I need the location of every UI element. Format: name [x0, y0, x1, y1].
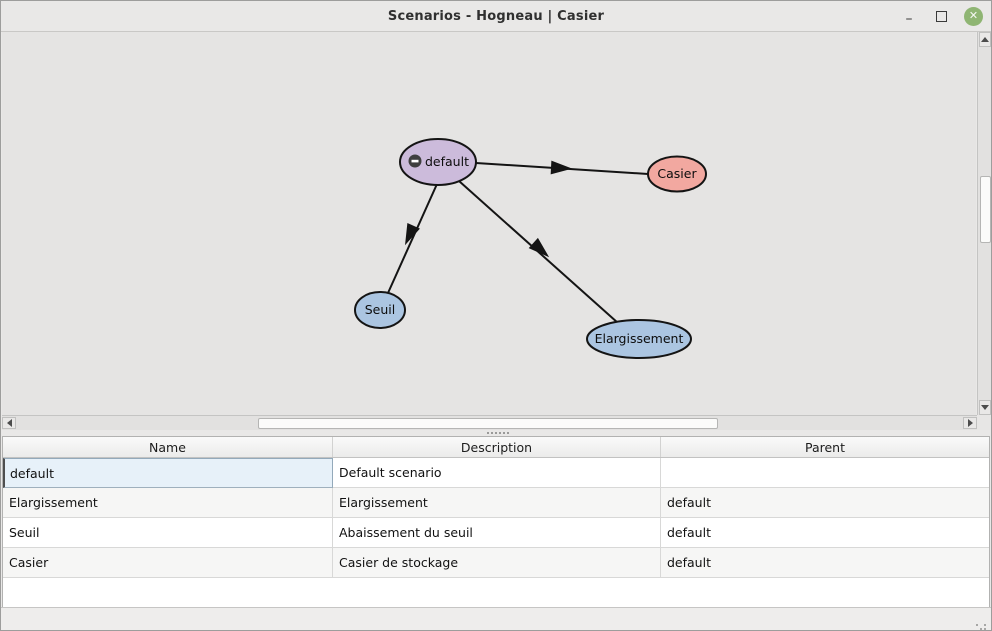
resize-grip-icon[interactable]: [976, 624, 978, 626]
cell-description[interactable]: Abaissement du seuil: [333, 518, 661, 548]
table-row: Elargissement Elargissement default: [3, 488, 989, 518]
splitter-dots-icon: [487, 432, 489, 434]
column-header-name[interactable]: Name: [3, 437, 333, 457]
arrow-right-icon: [967, 419, 973, 427]
cell-name-selected[interactable]: default: [3, 458, 333, 488]
arrowhead-default-elargissement: [528, 237, 550, 258]
scroll-left-button[interactable]: [2, 417, 16, 429]
window-controls: – ✕: [900, 1, 983, 31]
column-header-description[interactable]: Description: [333, 437, 661, 457]
cell-description[interactable]: Elargissement: [333, 488, 661, 518]
arrow-up-icon: [981, 37, 989, 42]
cell-name[interactable]: Seuil: [3, 518, 333, 548]
vertical-scrollbar-thumb[interactable]: [979, 176, 991, 243]
maximize-icon: [935, 10, 947, 22]
node-elargissement[interactable]: Elargissement: [586, 319, 692, 359]
edge-default-seuil: [387, 183, 438, 294]
horizontal-scrollbar-thumb[interactable]: [258, 417, 718, 429]
node-default-label: default: [425, 154, 469, 169]
node-default[interactable]: default: [399, 138, 477, 186]
table-row: Seuil Abaissement du seuil default: [3, 518, 989, 548]
horizontal-scrollbar[interactable]: [2, 415, 977, 432]
scenario-graph-view[interactable]: default Casier Seuil Elargissement: [2, 32, 976, 415]
node-casier[interactable]: Casier: [647, 155, 707, 193]
arrow-left-icon: [6, 419, 12, 427]
scroll-up-button[interactable]: [979, 32, 991, 47]
cell-description[interactable]: Default scenario: [333, 458, 661, 488]
cell-parent[interactable]: [661, 458, 989, 488]
node-elargissement-label: Elargissement: [595, 331, 684, 346]
titlebar[interactable]: Scenarios - Hogneau | Casier – ✕: [1, 1, 991, 32]
scrollbar-corner: [977, 415, 991, 430]
window-title: Scenarios - Hogneau | Casier: [387, 8, 605, 24]
arrow-down-icon: [981, 405, 989, 410]
table-row: Casier Casier de stockage default: [3, 548, 989, 578]
cell-parent[interactable]: default: [661, 488, 989, 518]
cell-name[interactable]: Casier: [3, 548, 333, 578]
node-casier-label: Casier: [657, 166, 697, 181]
cell-description[interactable]: Casier de stockage: [333, 548, 661, 578]
arrowhead-default-seuil: [405, 222, 420, 246]
close-button[interactable]: ✕: [964, 6, 983, 26]
vertical-scrollbar[interactable]: [977, 32, 991, 415]
cell-parent[interactable]: default: [661, 548, 989, 578]
table-header: Name Description Parent: [3, 437, 989, 458]
scroll-down-button[interactable]: [979, 400, 991, 415]
cell-name[interactable]: Elargissement: [3, 488, 333, 518]
arrowhead-default-casier: [550, 160, 573, 175]
status-bar: [1, 607, 991, 630]
node-seuil-label: Seuil: [365, 302, 396, 317]
scroll-right-button[interactable]: [963, 417, 977, 429]
minus-circle-icon: [408, 154, 422, 168]
maximize-button[interactable]: [932, 7, 950, 25]
node-seuil[interactable]: Seuil: [354, 291, 406, 329]
splitter-handle[interactable]: [1, 430, 991, 436]
scenario-graph-svg: default Casier Seuil Elargissement: [354, 138, 707, 359]
table-row: default Default scenario: [3, 458, 989, 488]
column-header-parent[interactable]: Parent: [804, 439, 845, 455]
minimize-icon: –: [905, 11, 913, 27]
cell-parent[interactable]: default: [661, 518, 989, 548]
minimize-button[interactable]: –: [900, 7, 918, 27]
close-icon: ✕: [968, 9, 979, 22]
scenario-table: Name Description Parent default Default …: [2, 436, 990, 609]
